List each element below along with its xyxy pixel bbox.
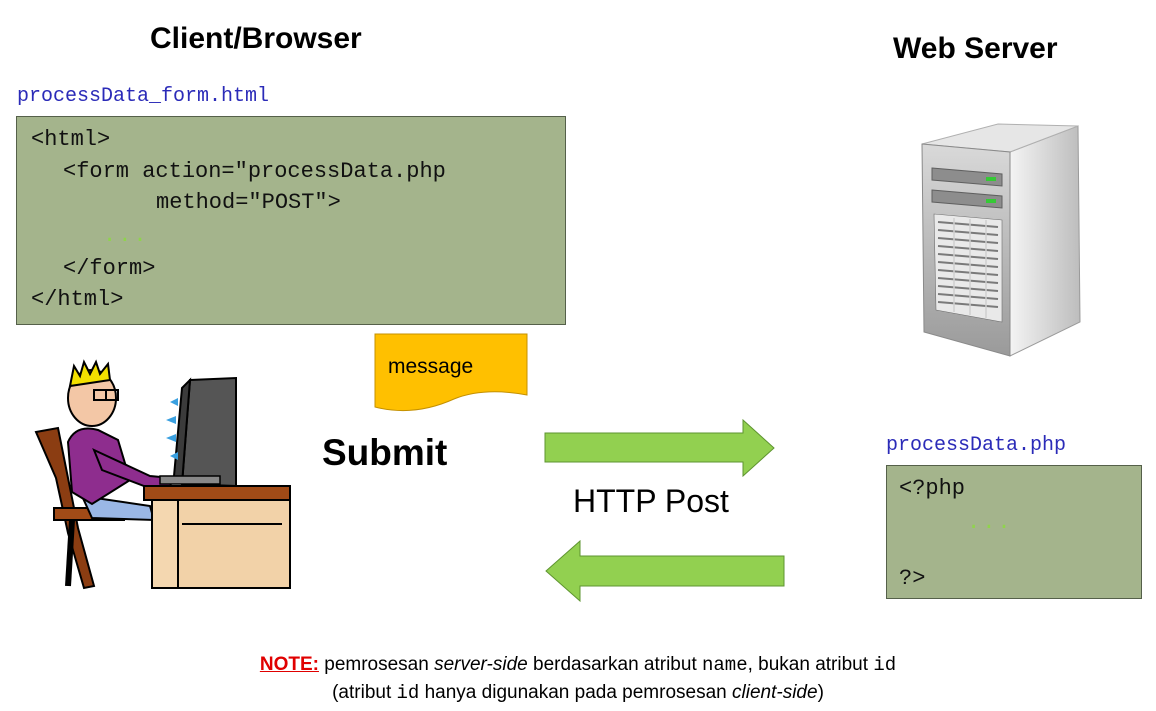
submit-label: Submit [322, 432, 448, 473]
message-document-icon [374, 333, 528, 412]
code-line: <?php [899, 476, 966, 501]
note-line-2: (atribut id hanya digunakan pada pemrose… [0, 682, 1156, 704]
right-arrow-icon [544, 419, 775, 477]
client-heading: Client/Browser [150, 22, 362, 55]
server-tower-icon [921, 123, 1081, 357]
code-line: method="POST"> [156, 190, 341, 215]
note-text: pemrosesan [324, 654, 435, 675]
server-filename: processData.php [886, 434, 1067, 457]
note-code: name [702, 654, 748, 676]
code-line: </form> [63, 256, 156, 281]
note-text: , bukan atribut [747, 654, 874, 675]
note-text: ) [817, 682, 824, 703]
client-filename: processData_form.html [17, 85, 270, 108]
code-ellipsis: ... [103, 223, 149, 248]
note-emphasis: server-side [434, 654, 528, 675]
note-code: id [396, 682, 420, 704]
code-line: ?> [899, 566, 926, 591]
note-label: NOTE: [259, 654, 319, 675]
server-heading: Web Server [893, 32, 1058, 65]
http-post-label: HTTP Post [573, 483, 729, 519]
user-at-computer-icon [34, 359, 291, 590]
note-code: id [873, 654, 897, 676]
message-label: message [388, 355, 474, 378]
left-arrow-icon [545, 540, 785, 602]
client-code-box: <html> <form action="processData.php met… [16, 116, 566, 325]
code-line: <form action="processData.php [63, 159, 446, 184]
note-text: (atribut [332, 682, 397, 703]
code-ellipsis: ... [967, 510, 1013, 535]
note-emphasis: client-side [732, 682, 818, 703]
note-text: berdasarkan atribut [527, 654, 702, 675]
note-line-1: NOTE: pemrosesan server-side berdasarkan… [0, 654, 1156, 676]
code-line: </html> [31, 287, 124, 312]
note-text: hanya digunakan pada pemrosesan [419, 682, 733, 703]
code-line: <html> [31, 127, 111, 152]
server-code-box: <?php ... ?> [886, 465, 1142, 599]
